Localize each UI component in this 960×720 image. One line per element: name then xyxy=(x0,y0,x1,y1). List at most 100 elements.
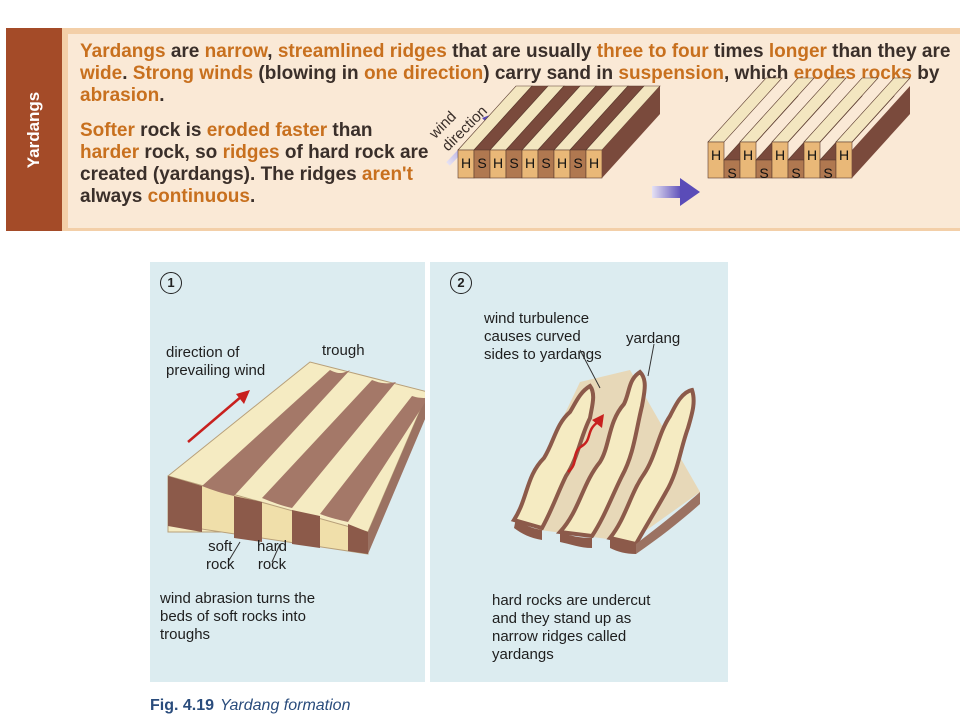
figure-panel-1: 1 direction of prevailing wind trough so… xyxy=(150,262,425,682)
hard-rock-letter: H xyxy=(589,155,599,171)
body-text: that are usually xyxy=(446,41,597,62)
step-number-2: 2 xyxy=(450,272,472,294)
hard-rock-line-1: hard xyxy=(257,538,288,555)
soft-rock-letter: S xyxy=(823,165,832,181)
keyword-text: aren't xyxy=(361,164,413,185)
hard-rock-leader xyxy=(271,543,281,563)
soft-rock-letter: S xyxy=(509,155,518,171)
figure-title: Yardang formation xyxy=(220,697,351,714)
keyword-text: continuous xyxy=(147,186,250,207)
abrasion-block-diagram xyxy=(167,361,425,563)
keyword-text: one direction xyxy=(363,63,484,84)
hard-rock-letter: H xyxy=(807,147,817,163)
panel-1-caption-line-1: wind abrasion turns the xyxy=(160,590,316,607)
hard-rock-letter: H xyxy=(557,155,567,171)
panel-1-caption: wind abrasion turns the beds of soft roc… xyxy=(160,590,315,644)
paragraph-definition: Yardangs are narrow, streamlined ridges … xyxy=(80,41,960,107)
keyword-text: erodes rocks xyxy=(793,63,912,84)
yardangs-panel: Yardangs Yardangs are narrow, streamline… xyxy=(6,28,960,231)
body-text: (blowing in xyxy=(253,63,364,84)
hard-rock-line-2: rock xyxy=(257,556,287,573)
soft-rock-leader xyxy=(227,541,241,563)
keyword-text: streamlined ridges xyxy=(277,41,447,62)
yardang-leader xyxy=(647,343,655,377)
turbulence-leader xyxy=(579,349,601,389)
keyword-text: eroded faster xyxy=(206,120,328,141)
soft-rock-line-2: rock xyxy=(206,556,235,573)
body-text: . xyxy=(250,186,256,207)
figure-panel-2: 2 wind turbulence causes curved sides to… xyxy=(430,262,728,682)
body-text: than xyxy=(327,120,373,141)
soft-rock-label: soft rock xyxy=(206,538,234,574)
soft-rock-letter: S xyxy=(727,165,736,181)
panel-2-caption-line-4: yardangs xyxy=(492,646,554,663)
direction-label-line-1: direction of xyxy=(166,344,240,361)
turbulence-line-3: sides to yardangs xyxy=(484,346,602,363)
body-text: by xyxy=(911,63,940,84)
hard-rock-letter: H xyxy=(525,155,535,171)
keyword-text: narrow xyxy=(204,41,268,62)
panel-2-caption: hard rocks are undercut and they stand u… xyxy=(492,592,650,664)
figure-caption: Fig. 4.19 Yardang formation xyxy=(150,697,350,715)
keyword-text: suspension xyxy=(618,63,724,84)
body-text: ) carry sand in xyxy=(483,63,619,84)
soft-rock-letter: S xyxy=(791,165,800,181)
keyword-text: wide xyxy=(80,63,123,84)
soft-rock-line-1: soft xyxy=(208,538,233,555)
paragraph-formation: Softer rock is eroded faster than harder… xyxy=(80,120,430,208)
turbulence-label: wind turbulence causes curved sides to y… xyxy=(484,310,602,364)
yardang-ridges-diagram xyxy=(510,343,700,554)
keyword-text: abrasion xyxy=(80,85,160,106)
panel-2-caption-line-1: hard rocks are undercut xyxy=(492,592,651,609)
body-text: . xyxy=(159,85,165,106)
block-side-face xyxy=(852,86,910,178)
hard-rock-letter: H xyxy=(775,147,785,163)
hard-rock-label: hard rock xyxy=(257,538,287,574)
keyword-text: longer xyxy=(768,41,827,62)
soft-rock-letter: S xyxy=(541,155,550,171)
turbulent-wind-arrow xyxy=(567,414,604,473)
keyword-text: Yardangs xyxy=(80,41,166,62)
body-text: rock is xyxy=(134,120,207,141)
trough-label: trough xyxy=(322,342,365,359)
panel-2-caption-line-2: and they stand up as xyxy=(492,610,632,627)
turbulence-line-1: wind turbulence xyxy=(484,310,590,327)
prevailing-wind-arrow xyxy=(187,390,250,443)
panel-1-caption-line-3: troughs xyxy=(160,626,211,643)
hard-rock-letter: H xyxy=(461,155,471,171)
direction-label-line-2: prevailing wind xyxy=(166,362,266,379)
explanation-box: Yardangs are narrow, streamlined ridges … xyxy=(68,34,960,228)
keyword-text: ridges xyxy=(222,142,280,163)
keyword-text: Strong winds xyxy=(132,63,254,84)
panel-2-caption-line-3: narrow ridges called xyxy=(492,628,627,645)
body-text: times xyxy=(708,41,769,62)
hard-rock-letter: H xyxy=(743,147,753,163)
body-text: , xyxy=(267,41,278,62)
hard-rock-letter: H xyxy=(493,155,503,171)
yardang-label: yardang xyxy=(626,330,681,347)
soft-rock-letter: S xyxy=(573,155,582,171)
body-text: are xyxy=(165,41,205,62)
transformation-arrow xyxy=(652,178,700,206)
block-side-face xyxy=(602,86,660,178)
hard-rock-letter: H xyxy=(711,147,721,163)
body-text: than they are xyxy=(826,41,951,62)
soft-rock-letter: S xyxy=(477,155,486,171)
figure-number: Fig. 4.19 xyxy=(150,697,215,714)
step-number-1: 1 xyxy=(160,272,182,294)
body-text: always xyxy=(80,186,148,207)
direction-label: direction of prevailing wind xyxy=(166,344,265,380)
keyword-text: three to four xyxy=(596,41,709,62)
keyword-text: harder xyxy=(80,142,140,163)
soft-rock-letter: S xyxy=(759,165,768,181)
turbulence-line-2: causes curved xyxy=(484,328,581,345)
side-tab-label: Yardangs xyxy=(24,91,43,169)
side-tab: Yardangs xyxy=(6,28,62,231)
keyword-text: Softer xyxy=(80,120,135,141)
hard-rock-letter: H xyxy=(839,147,849,163)
body-text: . xyxy=(122,63,133,84)
body-text: rock, so xyxy=(139,142,223,163)
